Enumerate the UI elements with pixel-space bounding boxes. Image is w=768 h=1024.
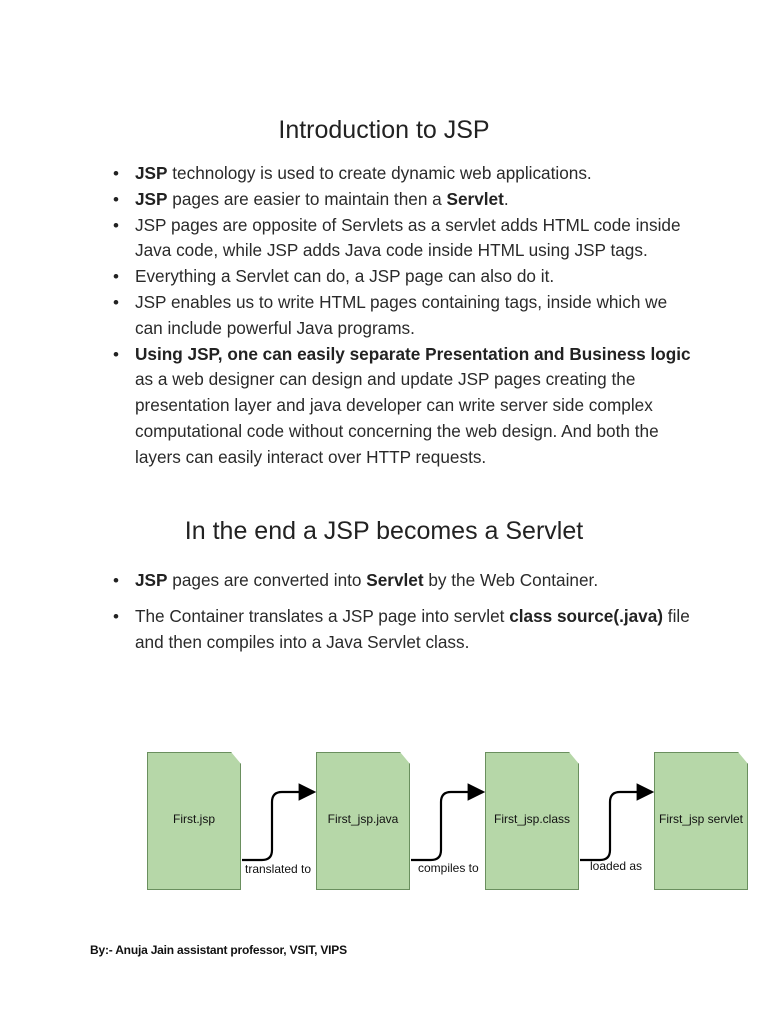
arrow-compiles [411, 783, 486, 862]
node-label: First_jsp.java [327, 812, 399, 826]
list-item: JSP enables us to write HTML pages conta… [113, 290, 695, 342]
jsp-lifecycle-diagram: First.jsp First_jsp.java First_jsp.class… [0, 740, 768, 900]
list-item: JSP pages are opposite of Servlets as a … [113, 213, 695, 265]
file-node-servlet [654, 752, 748, 890]
arrow-loaded [580, 783, 655, 862]
item-text: The Container translates a JSP page into… [135, 605, 510, 626]
bold-text: JSP [135, 570, 168, 590]
list-item: Using JSP, one can easily separate Prese… [113, 342, 695, 471]
intro-bullet-list: JSP technology is used to create dynamic… [113, 161, 695, 471]
author-footer: By:- Anuja Jain assistant professor, VSI… [90, 943, 347, 957]
edge-label: translated to [245, 862, 312, 876]
edge-label: compiles to [418, 861, 479, 875]
servlet-bullet-list: JSP pages are converted into Servlet by … [113, 568, 695, 665]
list-item: Everything a Servlet can do, a JSP page … [113, 264, 695, 290]
item-text: pages are easier to maintain then a [167, 188, 447, 209]
item-text: . [503, 188, 509, 209]
node-label: First.jsp [173, 812, 215, 826]
item-text: Everything a Servlet can do, a JSP page … [135, 266, 555, 287]
list-item: JSP pages are converted into Servlet by … [113, 568, 695, 594]
page-title: Introduction to JSP [278, 116, 490, 144]
bold-text: Servlet [446, 188, 504, 209]
item-text: by the Web Container. [423, 570, 599, 590]
file-node-jsp [147, 752, 241, 890]
file-node-class [485, 752, 579, 890]
list-item: JSP pages are easier to maintain then a … [113, 187, 695, 213]
bold-text: JSP [135, 163, 168, 183]
bold-text: Servlet [366, 570, 424, 590]
item-text: JSP enables us to write HTML pages conta… [135, 291, 668, 338]
edge-label: loaded as [590, 859, 643, 873]
section-title: In the end a JSP becomes a Servlet [184, 517, 584, 545]
item-text: pages are converted into [167, 570, 367, 590]
node-label: First_jsp servlet [658, 812, 744, 826]
file-node-java [316, 752, 410, 890]
node-label: First_jsp.class [493, 812, 570, 826]
list-item: JSP technology is used to create dynamic… [113, 161, 695, 187]
item-text: as a web designer can design and update … [135, 369, 659, 467]
item-text: technology is used to create dynamic web… [167, 163, 592, 183]
item-text: file and then compiles into a Java Servl… [135, 605, 690, 652]
bold-text: JSP [135, 188, 168, 209]
list-item: The Container translates a JSP page into… [113, 604, 695, 656]
bold-text: Using JSP, one can easily separate Prese… [135, 343, 691, 364]
bold-text: class source(.java) [509, 605, 664, 626]
item-text: JSP pages are opposite of Servlets as a … [135, 214, 681, 261]
arrow-translated [242, 783, 317, 862]
